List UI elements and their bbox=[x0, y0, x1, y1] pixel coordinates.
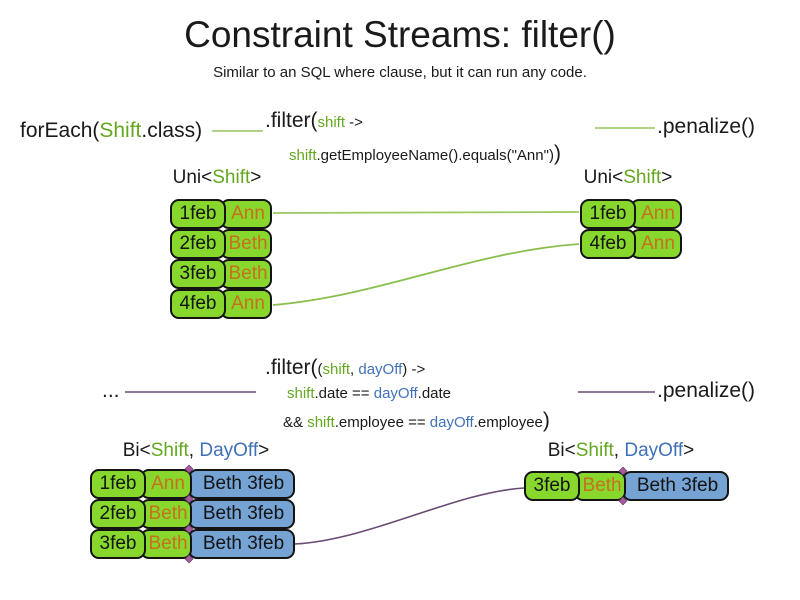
code-filter2-head: .filter((shift, dayOff) -> bbox=[265, 356, 425, 380]
label-segment: Bi< bbox=[122, 440, 151, 461]
date-cell: 3feb bbox=[524, 471, 580, 501]
employee-cell: Beth bbox=[574, 471, 626, 501]
code-segment: forEach( bbox=[20, 119, 100, 142]
code-filter1-head: .filter(shift -> bbox=[265, 109, 363, 133]
subtitle: Similar to an SQL where clause, but it c… bbox=[213, 64, 587, 81]
employee-cell: Beth bbox=[220, 229, 272, 259]
label-segment: Bi< bbox=[547, 440, 576, 461]
label-segment: > bbox=[250, 167, 262, 188]
code-segment: .penalize() bbox=[657, 115, 756, 138]
code-segment-green: shift bbox=[317, 114, 346, 131]
code-segment: ( bbox=[317, 361, 323, 378]
code-ellipsis: ... bbox=[102, 379, 120, 403]
label-segment-blue: DayOff bbox=[624, 440, 684, 461]
stream-label-uni-left: Uni<Shift> bbox=[137, 167, 297, 189]
date-cell: 3feb bbox=[170, 259, 226, 289]
employee-cell: Ann bbox=[140, 469, 192, 499]
code-segment: -> bbox=[345, 114, 363, 131]
dayoff-cell: Beth 3feb bbox=[188, 529, 295, 559]
employee-cell: Beth bbox=[220, 259, 272, 289]
code-segment-green: shift bbox=[287, 385, 315, 402]
code-filter2-body2: && shift.employee == dayOff.employee) bbox=[283, 409, 550, 433]
employee-cell: Beth bbox=[140, 499, 192, 529]
code-segment: ) -> bbox=[402, 361, 426, 378]
date-cell: 2feb bbox=[170, 229, 226, 259]
code-segment: .employee bbox=[473, 414, 543, 431]
purple-connector-3feb bbox=[294, 487, 525, 545]
code-segment-green: shift bbox=[289, 147, 317, 164]
code-segment: .class) bbox=[141, 119, 203, 142]
label-segment: > bbox=[661, 167, 673, 188]
dayoff-cell: Beth 3feb bbox=[188, 469, 295, 499]
code-segment: .getEmployeeName().equals("Ann") bbox=[316, 147, 554, 164]
label-segment: > bbox=[258, 440, 270, 461]
dayoff-cell: Beth 3feb bbox=[622, 471, 729, 501]
stream-label-bi-right: Bi<Shift, DayOff> bbox=[521, 440, 721, 462]
code-segment: && bbox=[283, 414, 308, 431]
code-filter1-body: shift.getEmployeeName().equals("Ann")) bbox=[289, 142, 561, 166]
code-segment-green: Shift bbox=[99, 119, 142, 142]
code-segment-blue: dayOff bbox=[358, 361, 403, 378]
code-segment-blue: dayOff bbox=[429, 414, 474, 431]
code-segment: .employee == bbox=[334, 414, 430, 431]
employee-cell: Ann bbox=[630, 199, 682, 229]
green-connector-4feb bbox=[272, 243, 580, 306]
label-segment: > bbox=[683, 440, 695, 461]
employee-cell: Ann bbox=[220, 199, 272, 229]
date-cell: 3feb bbox=[90, 529, 146, 559]
employee-cell: Ann bbox=[630, 229, 682, 259]
code-segment-blue: dayOff bbox=[373, 385, 418, 402]
label-segment: , bbox=[188, 440, 200, 461]
code-segment: ... bbox=[102, 379, 120, 402]
date-cell: 1feb bbox=[580, 199, 636, 229]
code-filter2-body1: shift.date == dayOff.date bbox=[287, 385, 451, 402]
code-segment-green: shift bbox=[322, 361, 351, 378]
code-segment-green: shift bbox=[307, 414, 335, 431]
code-segment: ) bbox=[542, 409, 550, 432]
label-segment-green: Shift bbox=[623, 167, 662, 188]
date-cell: 1feb bbox=[90, 469, 146, 499]
code-segment: .date bbox=[417, 385, 452, 402]
code-segment: .filter( bbox=[265, 356, 318, 379]
date-cell: 1feb bbox=[170, 199, 226, 229]
stream-label-uni-right: Uni<Shift> bbox=[548, 167, 708, 189]
label-segment: , bbox=[613, 440, 625, 461]
label-segment-green: Shift bbox=[150, 440, 189, 461]
code-segment: .date == bbox=[314, 385, 374, 402]
label-segment: Uni< bbox=[583, 167, 624, 188]
code-segment: , bbox=[350, 361, 359, 378]
code-foreach: forEach(Shift.class) bbox=[20, 119, 202, 143]
date-cell: 4feb bbox=[580, 229, 636, 259]
code-segment: ) bbox=[553, 142, 561, 165]
code-segment: .filter( bbox=[265, 109, 318, 132]
stream-label-bi-left: Bi<Shift, DayOff> bbox=[96, 440, 296, 462]
code-segment: .penalize() bbox=[657, 379, 756, 402]
label-segment: Uni< bbox=[172, 167, 213, 188]
label-segment-green: Shift bbox=[575, 440, 614, 461]
label-segment-blue: DayOff bbox=[199, 440, 259, 461]
employee-cell: Ann bbox=[220, 289, 272, 319]
employee-cell: Beth bbox=[140, 529, 192, 559]
code-penalize2: .penalize() bbox=[657, 379, 755, 403]
label-segment-green: Shift bbox=[212, 167, 251, 188]
dayoff-cell: Beth 3feb bbox=[188, 499, 295, 529]
green-connector-1feb bbox=[272, 211, 580, 214]
page-title: Constraint Streams: filter() bbox=[184, 14, 616, 55]
code-penalize1: .penalize() bbox=[657, 115, 755, 139]
date-cell: 2feb bbox=[90, 499, 146, 529]
date-cell: 4feb bbox=[170, 289, 226, 319]
